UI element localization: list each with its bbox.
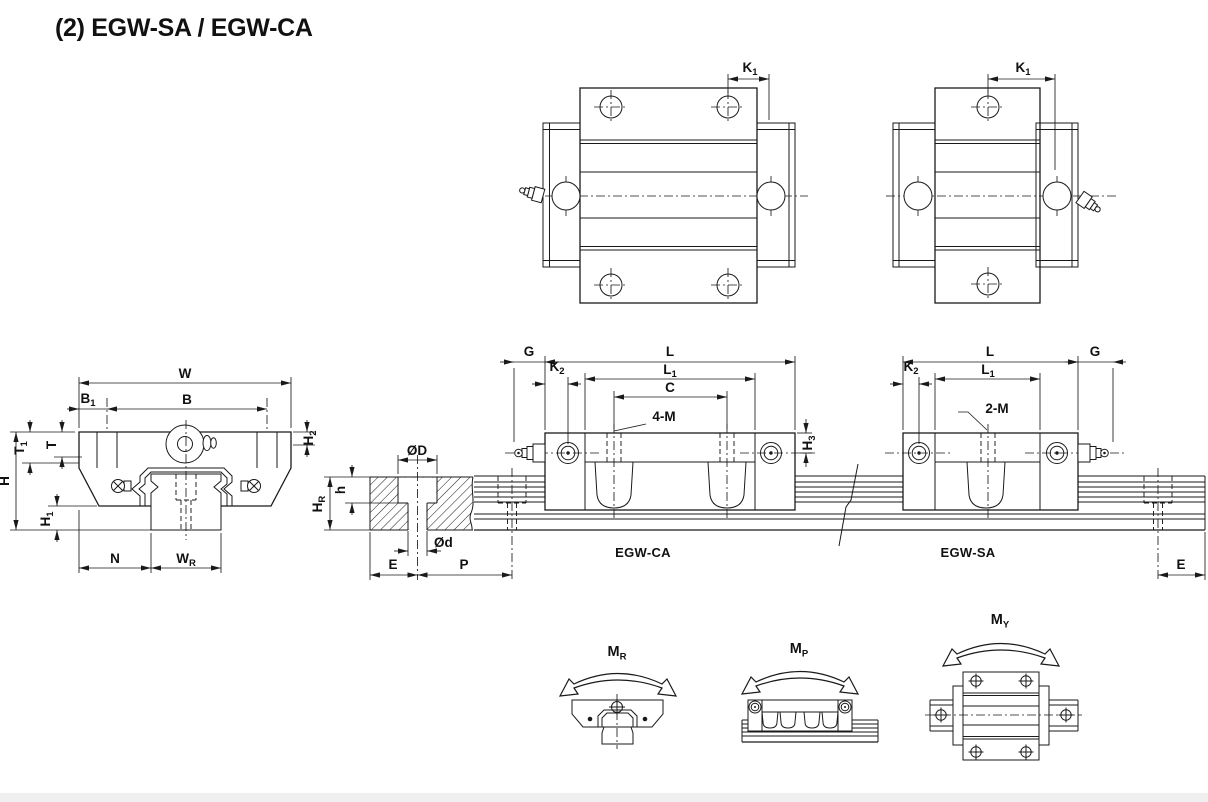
side-view-block-egw-ca — [505, 424, 815, 520]
dim-label-l-ca: L — [666, 344, 674, 359]
mount-hole — [970, 89, 1006, 125]
dim-label-c: C — [665, 380, 675, 395]
moment-arrow — [942, 642, 1060, 667]
dim-label-l1-ca: L1 — [663, 362, 677, 380]
grease-nipple — [1077, 443, 1109, 463]
side-hole — [903, 181, 933, 211]
dim-label-t1: T1 — [12, 441, 30, 455]
moment-label-my: MY — [991, 612, 1010, 631]
dim-label-k2-ca: K2 — [549, 359, 564, 377]
page-title: (2) EGW-SA / EGW-CA — [55, 14, 313, 42]
dim-label-k2-sa: K2 — [903, 359, 918, 377]
retainer-screw — [247, 479, 261, 493]
rail-bolt-hole — [497, 468, 527, 580]
side-hole — [551, 181, 581, 211]
dim-label-k1-ca: K1 — [742, 60, 758, 78]
dim-label-p: P — [459, 557, 468, 572]
dim-label-n: N — [110, 551, 120, 566]
side-hole — [756, 181, 786, 211]
dim-label-e-right: E — [1176, 557, 1185, 572]
grease-nipple-front — [165, 424, 217, 464]
mount-hole — [593, 267, 629, 303]
mount-hole — [593, 89, 629, 125]
dim-label-h1: H1 — [38, 511, 56, 527]
dim-label-g-ca: G — [524, 344, 535, 359]
rail-bolt-hole — [1143, 468, 1173, 580]
break-line — [838, 463, 859, 547]
dim-label-wr: WR — [176, 551, 196, 569]
front-section-view: W B B1 — [0, 366, 319, 573]
retainer-screw — [111, 479, 125, 493]
dim-label-od-small: Ød — [434, 535, 453, 550]
dim-label-b1: B1 — [80, 391, 96, 409]
dim-label-t: T — [44, 440, 59, 449]
moment-label-mp: MP — [790, 641, 809, 660]
dim-label-g-sa: G — [1090, 344, 1101, 359]
dim-label-od: ØD — [407, 443, 428, 458]
grease-nipple — [514, 443, 546, 463]
model-label-egw-ca: EGW-CA — [615, 545, 671, 560]
dim-label-4m: 4-M — [652, 409, 675, 424]
dim-label-2m: 2-M — [985, 401, 1008, 416]
model-label-egw-sa: EGW-SA — [941, 545, 996, 560]
moment-label-mr: MR — [608, 644, 627, 663]
moment-arrow — [741, 670, 859, 695]
mount-hole — [970, 266, 1006, 302]
footer-bar — [0, 793, 1208, 802]
dim-label-l-sa: L — [986, 344, 994, 359]
dim-label-w: W — [179, 366, 192, 381]
dim-label-h2: H2 — [301, 430, 319, 445]
dim-label-hr: HR — [310, 496, 328, 513]
mount-hole — [710, 267, 746, 303]
moment-arrow — [559, 672, 677, 697]
dim-label-k1-sa: K1 — [1015, 60, 1031, 78]
top-view-egw-ca: K1 — [517, 60, 808, 304]
dim-label-h3: H3 — [800, 435, 818, 450]
dim-label-e-left: E — [388, 557, 397, 572]
side-assembly-view: G L L1 C K2 4-M H3 EGW-CA L L1 — [474, 344, 1206, 580]
dim-label-h-depth: h — [333, 486, 348, 494]
grease-nipple — [1075, 190, 1105, 218]
dim-label-l1-sa: L1 — [981, 362, 995, 380]
moment-diagram-my: MY — [925, 612, 1082, 761]
mount-hole — [710, 89, 746, 125]
side-hole — [1042, 181, 1072, 211]
grease-nipple — [517, 182, 546, 204]
moment-diagram-mp: MP — [741, 641, 879, 743]
top-view-egw-sa: K1 — [886, 60, 1118, 304]
rail-cross-section: ØD h HR Ød E P — [310, 443, 512, 580]
dim-label-h: H — [0, 476, 12, 486]
moment-diagram-mr: MR — [559, 644, 677, 749]
side-view-block-egw-sa — [885, 424, 1125, 520]
dim-label-b: B — [182, 392, 192, 407]
